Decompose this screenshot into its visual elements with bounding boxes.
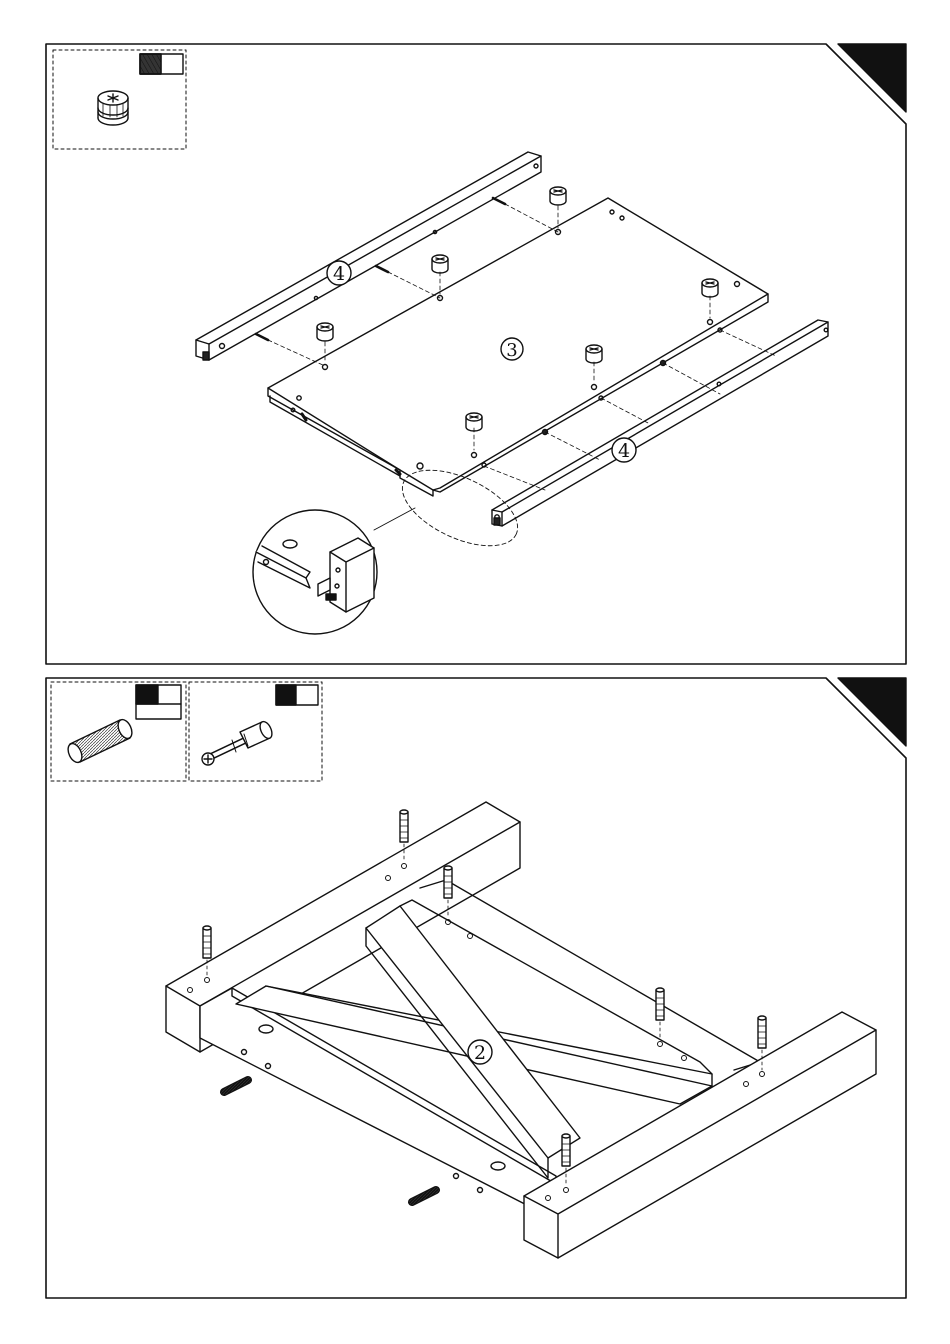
step2-panel: 2 [46, 678, 906, 1298]
svg-text:4: 4 [333, 263, 345, 285]
step2-quantity-box-1 [136, 685, 181, 719]
cam-lock-nut-icon [98, 91, 128, 125]
step1-label-right-rail: 4 [612, 438, 636, 462]
step1-panel: 4 3 4 [46, 44, 906, 664]
step1-parts-box [53, 50, 186, 149]
step1-label-board: 3 [501, 338, 523, 361]
step2-parts-box-dowel [51, 682, 186, 781]
step1-detail-view [253, 455, 529, 634]
step1-corner-marker [838, 44, 906, 112]
cam-bolt-icon [202, 720, 274, 765]
step1-quantity-box [140, 54, 183, 74]
svg-text:2: 2 [474, 1042, 486, 1064]
svg-text:3: 3 [506, 340, 517, 361]
wood-dowel-icon [65, 717, 134, 764]
svg-text:4: 4 [618, 440, 630, 462]
step1-label-left-rail: 4 [327, 261, 351, 285]
step2-corner-marker [838, 678, 906, 746]
step2-parts-box-bolt [189, 682, 322, 781]
step2-label-frame: 2 [468, 1040, 492, 1064]
step2-quantity-box-2 [276, 685, 318, 705]
